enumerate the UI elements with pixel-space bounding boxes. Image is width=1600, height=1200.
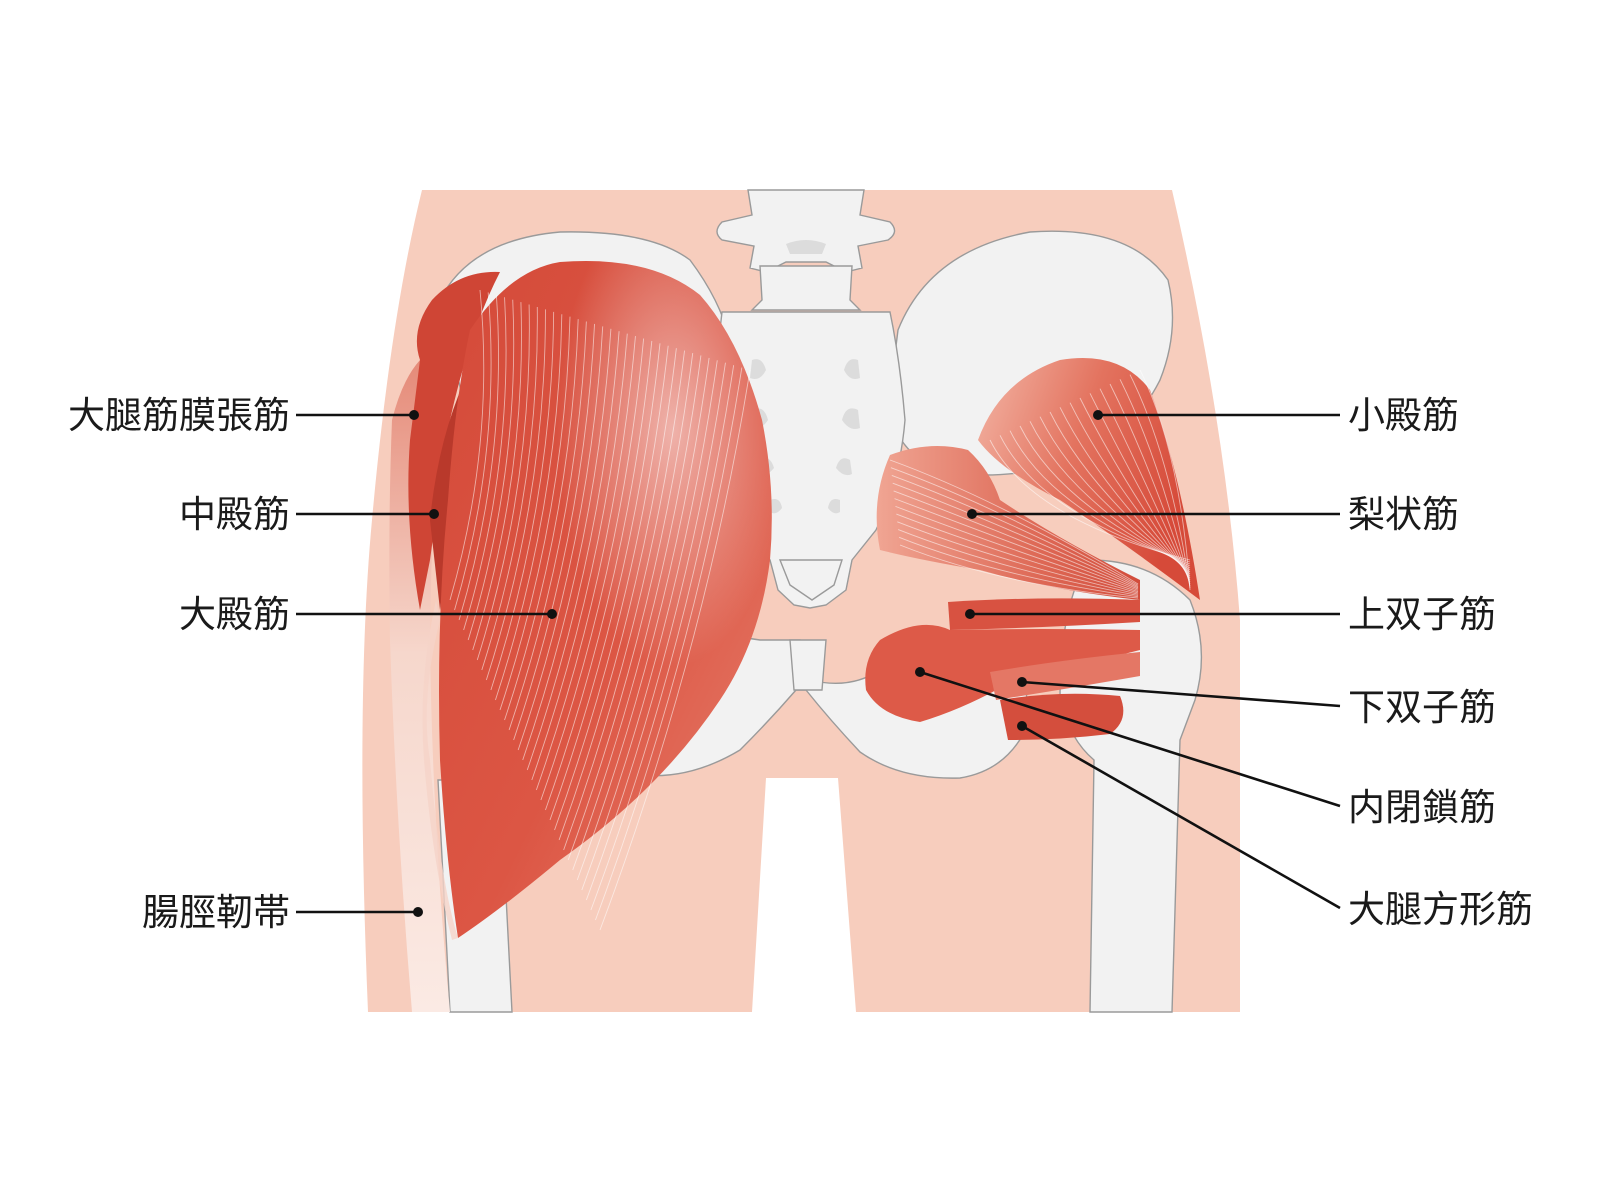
muscle-fiber bbox=[531, 333, 628, 781]
muscle-fiber bbox=[463, 297, 507, 631]
muscle-fiber bbox=[581, 360, 718, 891]
leader-dot-pir bbox=[967, 509, 977, 519]
muscle-fiber bbox=[599, 369, 751, 931]
piriformis-muscle bbox=[876, 446, 1140, 600]
muscle-fiber bbox=[1049, 411, 1191, 573]
leader-dot-gmin bbox=[1093, 410, 1103, 420]
gemellus-inferior-muscle bbox=[990, 652, 1140, 700]
muscle-fiber bbox=[458, 294, 499, 621]
gluteus-minimus-muscle bbox=[978, 358, 1200, 600]
label-gluteus-medius: 中殿筋 bbox=[179, 493, 290, 536]
muscle-fiber bbox=[522, 328, 612, 761]
muscle-fiber bbox=[898, 536, 1139, 598]
muscle-fiber bbox=[1019, 425, 1191, 567]
muscle-fiber bbox=[467, 299, 515, 641]
muscle-fiber bbox=[567, 352, 694, 861]
leader-dot-qf bbox=[1017, 721, 1027, 731]
label-piriformis: 梨状筋 bbox=[1348, 493, 1459, 536]
muscle-fiber bbox=[892, 482, 1139, 589]
label-gluteus-minimus: 小殿筋 bbox=[1348, 394, 1459, 437]
muscle-fiber bbox=[485, 309, 546, 681]
label-gemellus-inferior: 下双子筋 bbox=[1348, 686, 1496, 729]
muscle-fiber bbox=[585, 362, 726, 901]
gluteus-maximus-muscle bbox=[422, 260, 772, 940]
muscle-fiber bbox=[549, 343, 661, 821]
muscle-fiber bbox=[891, 475, 1139, 587]
muscle-fiber bbox=[481, 306, 538, 671]
muscle-fiber bbox=[576, 357, 710, 881]
muscle-fiber bbox=[893, 490, 1139, 590]
label-gemellus-superior: 上双子筋 bbox=[1348, 593, 1496, 636]
muscle-fiber bbox=[540, 338, 645, 801]
muscle-fiber bbox=[590, 365, 735, 911]
label-quadratus-femoris: 大腿方形筋 bbox=[1348, 888, 1533, 931]
muscle-fiber bbox=[526, 331, 620, 771]
pubic-symphysis bbox=[789, 639, 827, 691]
leader-dot-oi bbox=[915, 667, 925, 677]
muscle-fiber bbox=[472, 302, 522, 651]
leader-dot-tfl bbox=[409, 410, 419, 420]
muscle-fiber bbox=[1099, 388, 1191, 583]
leader-dot-gmed bbox=[429, 509, 439, 519]
muscle-fiber bbox=[1129, 374, 1191, 589]
muscle-fiber bbox=[999, 435, 1191, 563]
muscle-fiber bbox=[545, 340, 653, 811]
muscle-fiber bbox=[595, 367, 743, 921]
muscle-fiber bbox=[499, 316, 571, 711]
muscle-fiber bbox=[490, 311, 555, 691]
leader-dot-ginf bbox=[1017, 677, 1027, 687]
leader-dot-itb bbox=[413, 907, 423, 917]
lumbar-vertebra bbox=[716, 189, 896, 311]
label-gluteus-maximus: 大殿筋 bbox=[179, 593, 290, 636]
muscle-fiber bbox=[1029, 421, 1191, 569]
muscle-fiber bbox=[896, 513, 1139, 594]
muscle-fiber bbox=[563, 350, 685, 851]
muscle-fiber bbox=[1079, 397, 1191, 579]
leader-dot-gsup bbox=[965, 609, 975, 619]
muscle-fiber bbox=[1119, 379, 1191, 587]
muscle-fiber bbox=[894, 498, 1139, 591]
muscle-fiber bbox=[897, 521, 1139, 595]
muscle-fiber bbox=[454, 292, 492, 611]
muscle-fiber bbox=[890, 467, 1139, 586]
muscle-fiber bbox=[517, 326, 604, 751]
label-iliotibial-band: 腸脛靭帯 bbox=[142, 891, 290, 934]
muscle-fiber bbox=[898, 529, 1139, 596]
muscle-fiber bbox=[554, 345, 669, 831]
muscle-fiber bbox=[449, 289, 485, 601]
muscle-fiber bbox=[1069, 402, 1191, 577]
muscle-fiber bbox=[504, 319, 579, 721]
leader-dot-gmax bbox=[547, 609, 557, 619]
muscle-fiber bbox=[572, 355, 702, 871]
muscle-fiber bbox=[508, 321, 587, 731]
muscle-fiber bbox=[495, 314, 563, 701]
muscle-fiber bbox=[513, 323, 595, 741]
muscle-fiber bbox=[476, 304, 530, 661]
muscle-fiber bbox=[535, 336, 636, 791]
muscle-fiber bbox=[899, 544, 1139, 599]
muscle-fiber bbox=[1139, 369, 1191, 591]
label-obturator-internus: 内閉鎖筋 bbox=[1348, 786, 1496, 829]
muscle-fiber bbox=[1109, 383, 1191, 585]
muscle-fiber bbox=[1009, 430, 1191, 565]
muscle-fiber bbox=[1059, 407, 1191, 575]
muscle-fiber bbox=[558, 348, 677, 841]
leader-lines bbox=[296, 410, 1341, 917]
label-tensor-fasciae-latae: 大腿筋膜張筋 bbox=[68, 394, 290, 437]
muscle-fiber bbox=[1039, 416, 1191, 571]
muscle-fiber bbox=[889, 459, 1139, 585]
muscle-fiber bbox=[895, 505, 1139, 593]
